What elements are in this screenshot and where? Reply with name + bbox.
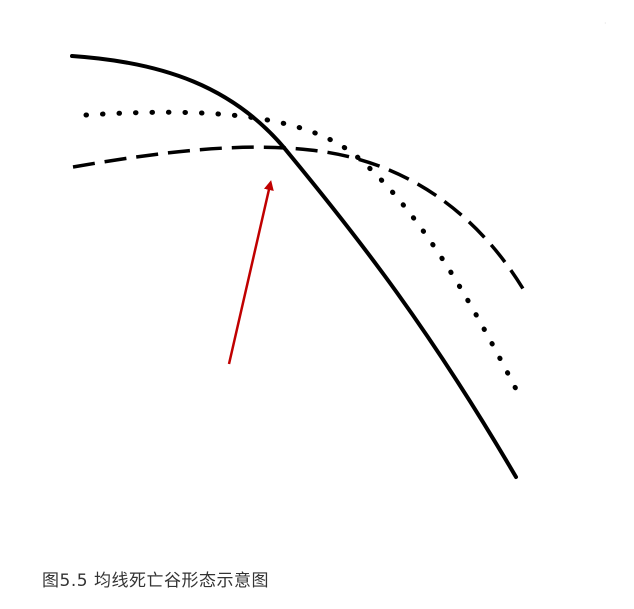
solid-curve [70, 54, 518, 479]
red-arrow [227, 180, 274, 365]
dashed-curve [72, 145, 527, 293]
watermark-mark: · [604, 19, 607, 28]
diagram-figure: · [70, 19, 607, 479]
figure-caption: 图5.5 均线死亡谷形态示意图 [42, 571, 269, 591]
